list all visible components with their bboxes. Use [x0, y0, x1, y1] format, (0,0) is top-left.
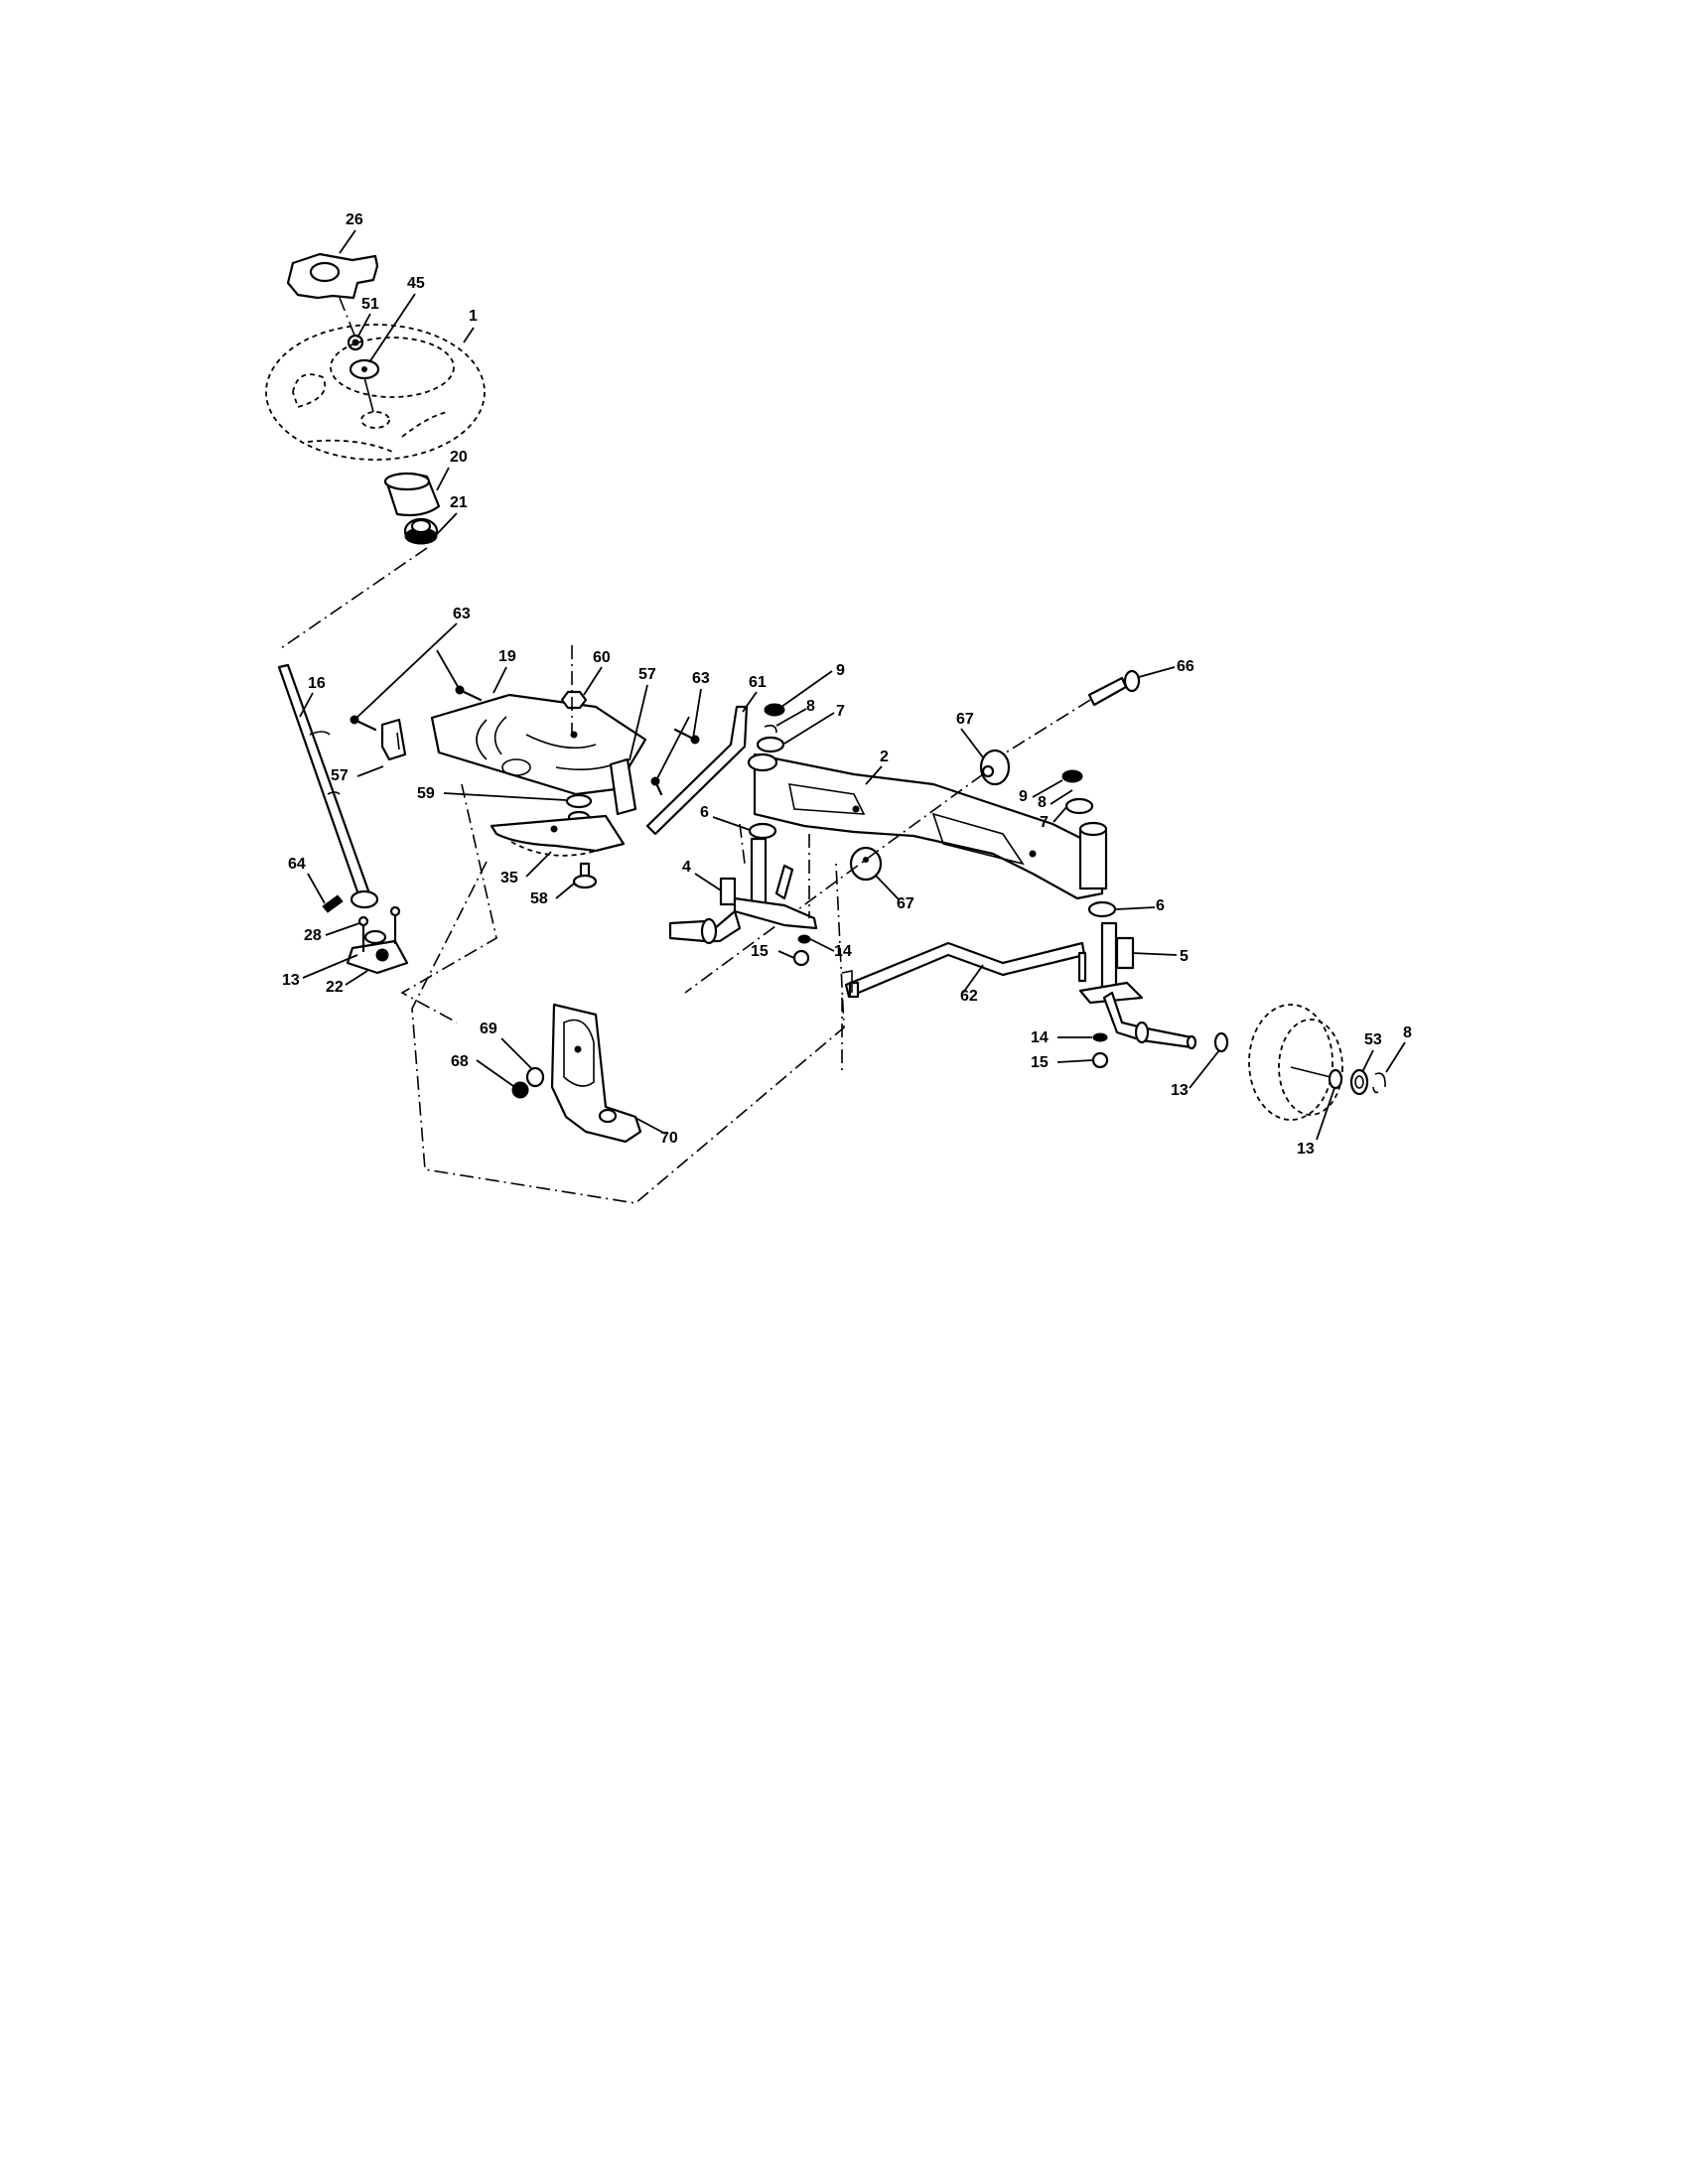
callout-60: 60	[593, 649, 611, 666]
callout-9-right: 9	[1019, 788, 1028, 805]
callout-16: 16	[308, 675, 326, 692]
callout-28: 28	[304, 927, 322, 944]
callout-64: 64	[288, 856, 306, 873]
callout-62: 62	[960, 988, 978, 1005]
washer-7-left	[756, 736, 785, 753]
steering-wheel-insert-26	[286, 252, 379, 343]
callout-68: 68	[451, 1053, 469, 1070]
washer-13-inner	[1213, 1031, 1229, 1053]
retaining-ring-8	[1372, 1072, 1386, 1094]
callout-8-right: 8	[1038, 794, 1047, 811]
washer-13-outer	[1328, 1068, 1343, 1090]
centerline-pivot	[1002, 699, 1091, 755]
steering-wheel-1	[265, 324, 486, 461]
callout-5: 5	[1180, 948, 1189, 965]
callout-59: 59	[417, 785, 435, 802]
axle-main-2	[747, 752, 1108, 900]
callout-8-left: 8	[806, 698, 815, 715]
washer-53	[1349, 1068, 1369, 1096]
flange-nut-60	[560, 645, 588, 740]
callout-22: 22	[326, 979, 344, 996]
lock-washer-14-right	[1092, 1032, 1108, 1042]
wheel-tire	[1248, 1004, 1343, 1121]
cap-9-left	[764, 703, 785, 717]
roll-pin-64	[322, 894, 344, 913]
callout-57-left: 57	[331, 767, 349, 784]
adapter-20	[383, 472, 441, 517]
centerline-wheel-to-shaft	[277, 547, 428, 651]
callout-13-wheel: 13	[1297, 1141, 1315, 1158]
callout-2: 2	[880, 749, 889, 765]
callout-labels: 26 45 51 1 20 21 63 19 60 57 63 61 9 8 7…	[282, 211, 1412, 1158]
centerline-pivot-2	[684, 773, 984, 994]
bearing-6-left	[748, 822, 777, 840]
callout-20: 20	[450, 449, 468, 466]
callout-19: 19	[498, 648, 516, 665]
spacer-67-bottom	[849, 846, 883, 882]
spindle-rh-5	[1077, 921, 1197, 1050]
shoulder-bolt-58	[572, 862, 598, 889]
callout-45: 45	[407, 275, 425, 292]
washer-69	[525, 1066, 545, 1088]
callout-53: 53	[1364, 1031, 1382, 1048]
callout-13-spindle: 13	[1171, 1082, 1189, 1099]
nut-15-right	[1091, 1051, 1109, 1069]
callout-57-top: 57	[638, 666, 656, 683]
centerline-spindle-lh	[739, 823, 810, 918]
spindle-lh-4	[668, 837, 818, 945]
steering-shaft-16	[277, 663, 379, 909]
ring-8-left	[764, 725, 777, 734]
steering-plate-70	[550, 1003, 642, 1144]
callout-4: 4	[682, 859, 691, 876]
callout-8-wheel: 8	[1403, 1024, 1412, 1041]
callout-1: 1	[469, 308, 478, 325]
callout-14-right: 14	[1031, 1029, 1049, 1046]
bolt-66	[1087, 669, 1141, 707]
callout-35: 35	[500, 870, 518, 887]
washer-7-right	[1064, 797, 1094, 815]
callout-51: 51	[361, 296, 379, 313]
callout-6-left: 6	[700, 804, 709, 821]
callout-63-left: 63	[453, 606, 471, 622]
callout-69: 69	[480, 1021, 497, 1037]
callout-7-left: 7	[836, 703, 845, 720]
cap-9-right	[1061, 769, 1083, 783]
callout-13-bracket: 13	[282, 972, 300, 989]
bearing-6-right	[1087, 900, 1117, 918]
bushing-21	[403, 517, 439, 545]
callout-67-bottom: 67	[897, 895, 914, 912]
callout-15-left: 15	[751, 943, 769, 960]
bracket-57-left	[380, 718, 407, 761]
boundary-inner	[400, 783, 497, 1024]
callout-9-left: 9	[836, 662, 845, 679]
callout-7-right: 7	[1040, 814, 1049, 831]
callout-66: 66	[1177, 658, 1194, 675]
lock-washer-14-left	[797, 934, 811, 944]
callout-15-right: 15	[1031, 1054, 1049, 1071]
callout-14-left: 14	[834, 943, 852, 960]
callout-6-right: 6	[1156, 897, 1165, 914]
bracket-57-right	[609, 757, 637, 816]
callout-26: 26	[346, 211, 363, 228]
nut-15-left	[792, 949, 810, 967]
sector-gear-35	[490, 814, 626, 857]
callout-58: 58	[530, 890, 548, 907]
leader-lines	[299, 229, 1406, 1141]
callout-63-right: 63	[692, 670, 710, 687]
nut-68	[511, 1081, 529, 1099]
callout-70: 70	[660, 1130, 678, 1147]
washer-45	[349, 358, 380, 380]
support-plate-19	[430, 693, 647, 796]
steering-bracket-22	[346, 905, 409, 975]
callout-61: 61	[749, 674, 767, 691]
callout-21: 21	[450, 494, 468, 511]
callout-67-top: 67	[956, 711, 974, 728]
spacer-67-top	[979, 749, 1011, 786]
